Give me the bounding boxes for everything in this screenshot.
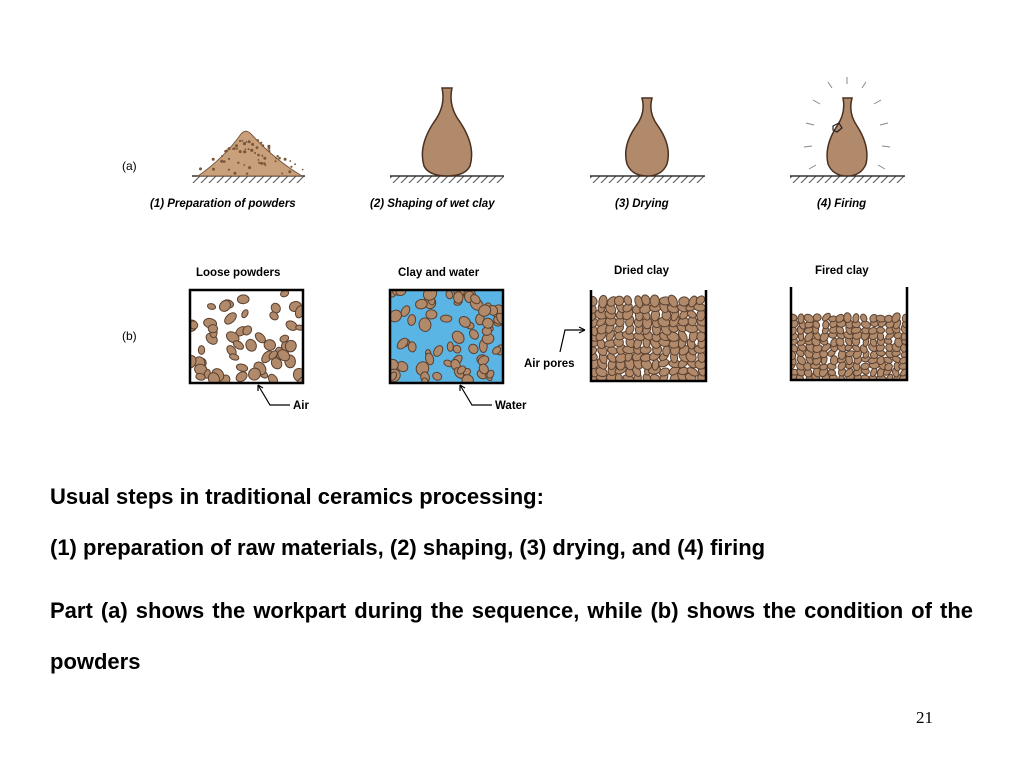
loose-powders-title: Loose powders bbox=[196, 267, 280, 279]
step-2-wet-clay-vase bbox=[390, 87, 504, 183]
fired-clay-box bbox=[789, 287, 909, 382]
description-paragraph: Part (a) shows the workpart during the s… bbox=[50, 598, 973, 674]
step-4-fired-vase bbox=[790, 77, 905, 183]
air-callout-label: Air bbox=[293, 400, 310, 412]
row-a-label: (a) bbox=[122, 159, 137, 173]
ceramics-process-diagram: (a) (b) (1) Preparation of powders (2) S… bbox=[122, 77, 909, 412]
water-callout-arrow bbox=[459, 384, 492, 406]
step-2-label: (2) Shaping of wet clay bbox=[370, 198, 495, 210]
step-3-dried-vase bbox=[590, 97, 705, 183]
clay-and-water-box bbox=[388, 288, 505, 385]
loose-powders-box bbox=[188, 288, 305, 385]
step-1-label: (1) Preparation of powders bbox=[150, 198, 296, 210]
slide-heading: Usual steps in traditional ceramics proc… bbox=[50, 484, 544, 509]
fired-clay-title: Fired clay bbox=[815, 265, 869, 277]
air-callout-arrow bbox=[257, 384, 290, 406]
step-3-label: (3) Drying bbox=[615, 198, 669, 210]
page-number: 21 bbox=[916, 708, 933, 727]
step-1-powder-heap bbox=[192, 130, 305, 183]
air-pores-callout-arrow bbox=[559, 326, 586, 353]
dried-clay-box bbox=[589, 290, 708, 383]
row-b-label: (b) bbox=[122, 329, 137, 343]
steps-summary-line: (1) preparation of raw materials, (2) sh… bbox=[50, 535, 766, 560]
dried-clay-title: Dried clay bbox=[614, 265, 670, 277]
water-callout-label: Water bbox=[495, 400, 527, 412]
step-4-label: (4) Firing bbox=[817, 198, 866, 210]
clay-and-water-title: Clay and water bbox=[398, 267, 480, 279]
air-pores-callout-label: Air pores bbox=[524, 358, 575, 370]
